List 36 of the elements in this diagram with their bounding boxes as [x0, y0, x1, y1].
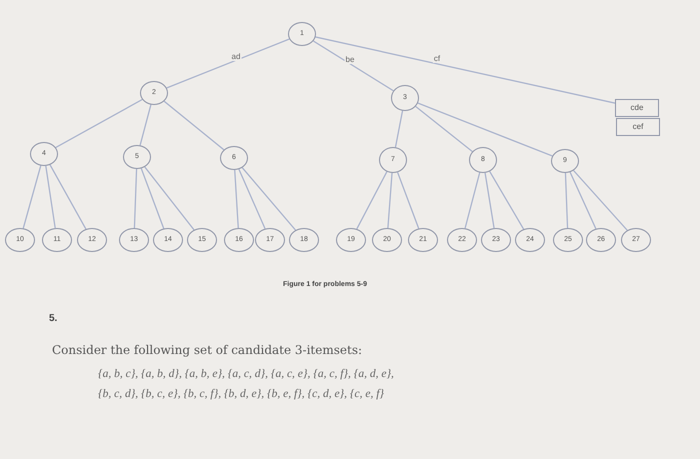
connector-line [464, 172, 480, 228]
edge-label: ad [230, 53, 242, 61]
question-text: Consider the following set of candidate 3-itemsets: [52, 342, 362, 359]
edge-label: cf [432, 55, 442, 63]
connector-line [140, 104, 152, 146]
connector-line [50, 164, 86, 230]
connector-line [387, 172, 393, 228]
connector-line [238, 168, 266, 229]
connector-line [234, 170, 239, 228]
problem-number: 5. [49, 312, 58, 326]
connector-line [55, 99, 143, 148]
edge-label: be [344, 56, 356, 64]
connector-line [134, 168, 138, 228]
itemset-list: {a, b, c}, {a, b, d}, {a, b, e}, {a, c, d}, {a, c, e}, {a, c, f}, {a, d, e}, [98, 366, 394, 384]
connector-line [394, 110, 404, 148]
connector-line [489, 171, 524, 230]
connector-line [397, 172, 420, 229]
itemset-list: {b, c, d}, {b, c, e}, {b, c, f}, {b, d, e}, {b, e, f}, {c, d, e}, {c, e, f} [98, 386, 384, 404]
itemset-box: cef [616, 118, 660, 136]
connector-line [356, 171, 388, 230]
connector-line [164, 100, 224, 150]
connector-line [22, 166, 42, 228]
itemset-box: cde [615, 99, 659, 117]
connector-line [484, 172, 495, 228]
connector-line [45, 166, 56, 228]
connector-line [140, 168, 164, 229]
connector-line [564, 172, 568, 228]
connector-line [573, 170, 628, 231]
connector-line [166, 38, 290, 88]
connector-line [418, 102, 552, 157]
connector-line [242, 167, 296, 230]
connector-line [315, 36, 616, 104]
connector-line [415, 106, 473, 152]
connector-line [570, 172, 596, 229]
connector-line [144, 166, 194, 230]
connector-line [313, 40, 394, 92]
